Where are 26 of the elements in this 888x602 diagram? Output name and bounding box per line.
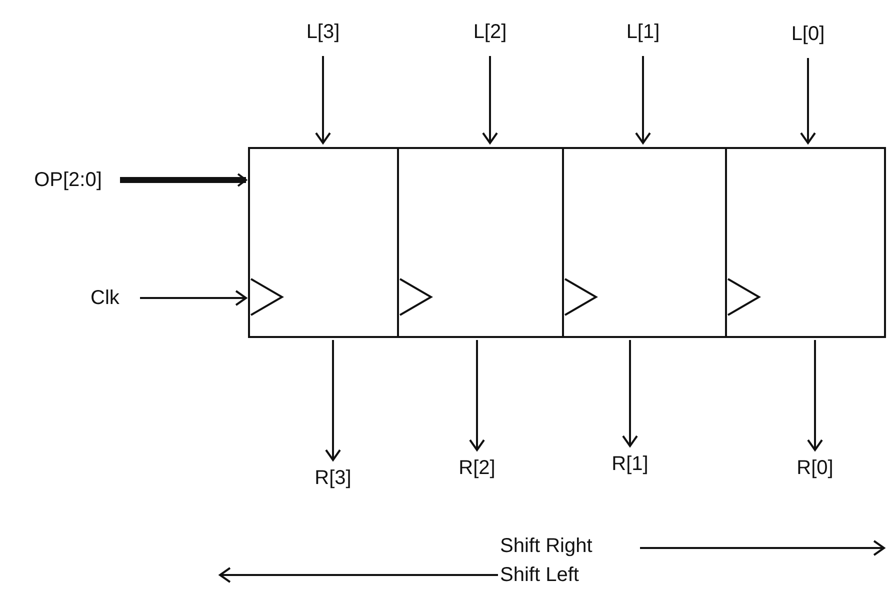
arrow [800, 58, 816, 144]
register-cell [397, 147, 564, 338]
clock-label: Clk [80, 286, 130, 310]
output-label: R[0] [790, 456, 840, 480]
output-label: R[3] [308, 466, 358, 490]
input-label: L[1] [618, 20, 668, 44]
arrow [469, 340, 485, 451]
arrow [482, 56, 498, 144]
input-label: L[3] [298, 20, 348, 44]
arrow [325, 340, 341, 461]
output-label: R[1] [605, 452, 655, 476]
register-cell [562, 147, 727, 338]
direction-label: Shift Left [500, 563, 579, 587]
input-label: L[2] [465, 20, 515, 44]
arrow [315, 56, 331, 144]
arrow [635, 56, 651, 144]
direction-label: Shift Right [500, 534, 592, 558]
arrow [140, 290, 247, 306]
arrow [120, 173, 247, 187]
arrow [807, 340, 823, 451]
input-label: L[0] [783, 22, 833, 46]
control-label: OP[2:0] [18, 168, 118, 192]
register-cell [725, 147, 886, 338]
arrow [622, 340, 638, 447]
register-cell [248, 147, 399, 338]
output-label: R[2] [452, 456, 502, 480]
